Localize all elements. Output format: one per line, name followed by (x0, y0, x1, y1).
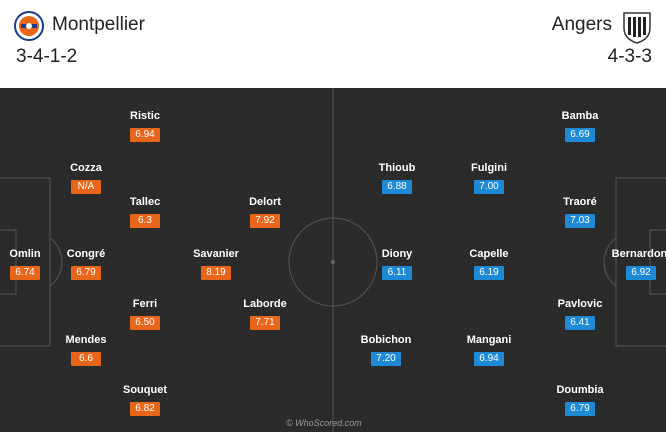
player-rating: 6.92 (626, 266, 656, 280)
montpellier-crest-icon (14, 11, 44, 41)
player-congre[interactable]: Congré 6.79 (51, 248, 121, 280)
player-rating: 8.19 (201, 266, 231, 280)
player-name: Tallec (129, 196, 161, 208)
player-fulgini[interactable]: Fulgini 7.00 (454, 162, 524, 194)
player-name: Bamba (561, 110, 599, 122)
player-rating: 6.94 (474, 352, 504, 366)
player-name: Fulgini (470, 162, 508, 174)
player-capelle[interactable]: Capelle 6.19 (454, 248, 524, 280)
player-rating: 7.00 (474, 180, 504, 194)
player-bernardoni[interactable]: Bernardoni 6.92 (606, 248, 666, 280)
player-rating: 6.82 (130, 402, 160, 416)
player-name: Traoré (563, 196, 597, 208)
player-name: Pavlovic (557, 298, 603, 310)
match-header: Montpellier 3-4-1-2 Angers 4-3-3 (0, 0, 666, 88)
player-name: Ferri (132, 298, 158, 310)
player-rating: 7.71 (250, 316, 280, 330)
player-rating: 6.41 (565, 316, 595, 330)
player-name: Ristic (130, 110, 160, 122)
angers-crest-icon (623, 12, 651, 44)
player-name: Thioub (378, 162, 416, 174)
player-pavlovic[interactable]: Pavlovic 6.41 (545, 298, 615, 330)
player-name: Doumbia (556, 384, 604, 396)
player-tallec[interactable]: Tallec 6.3 (110, 196, 180, 228)
player-name: Laborde (243, 298, 287, 310)
player-ristic[interactable]: Ristic 6.94 (110, 110, 180, 142)
player-rating: 6.50 (130, 316, 160, 330)
player-rating: 6.79 (565, 402, 595, 416)
player-rating: 6.69 (565, 128, 595, 142)
player-rating: 6.6 (71, 352, 101, 366)
player-ferri[interactable]: Ferri 6.50 (110, 298, 180, 330)
player-omlin[interactable]: Omlin 6.74 (0, 248, 60, 280)
player-name: Diony (381, 248, 413, 260)
away-formation: 4-3-3 (607, 46, 652, 67)
pitch-markings (0, 88, 666, 432)
player-savanier[interactable]: Savanier 8.19 (181, 248, 251, 280)
player-thioub[interactable]: Thioub 6.88 (362, 162, 432, 194)
pitch: Omlin 6.74 Cozza N/A Congré 6.79 Mendes … (0, 88, 666, 432)
whoscored-watermark: © WhoScored.com (286, 418, 362, 428)
player-rating: 6.94 (130, 128, 160, 142)
player-name: Souquet (123, 384, 167, 396)
player-name: Bobichon (360, 334, 412, 346)
player-laborde[interactable]: Laborde 7.71 (230, 298, 300, 330)
player-mendes[interactable]: Mendes 6.6 (51, 334, 121, 366)
player-rating: 6.88 (382, 180, 412, 194)
player-name: Bernardoni (611, 248, 666, 260)
player-name: Savanier (193, 248, 239, 260)
player-cozza[interactable]: Cozza N/A (51, 162, 121, 194)
player-rating: N/A (71, 180, 101, 194)
player-name: Mangani (466, 334, 512, 346)
player-name: Capelle (469, 248, 509, 260)
home-team-name: Montpellier (52, 14, 145, 35)
away-team-name: Angers (551, 14, 612, 35)
player-rating: 7.20 (371, 352, 401, 366)
home-formation: 3-4-1-2 (16, 46, 78, 67)
player-rating: 6.3 (130, 214, 160, 228)
player-delort[interactable]: Delort 7.92 (230, 196, 300, 228)
player-rating: 7.03 (565, 214, 595, 228)
player-rating: 7.92 (250, 214, 280, 228)
player-bobichon[interactable]: Bobichon 7.20 (351, 334, 421, 366)
player-bamba[interactable]: Bamba 6.69 (545, 110, 615, 142)
player-doumbia[interactable]: Doumbia 6.79 (545, 384, 615, 416)
player-rating: 6.11 (382, 266, 412, 280)
player-traore[interactable]: Traoré 7.03 (545, 196, 615, 228)
player-name: Delort (249, 196, 281, 208)
player-rating: 6.79 (71, 266, 101, 280)
player-diony[interactable]: Diony 6.11 (362, 248, 432, 280)
player-rating: 6.19 (474, 266, 504, 280)
player-mangani[interactable]: Mangani 6.94 (454, 334, 524, 366)
player-name: Mendes (65, 334, 107, 346)
player-name: Cozza (70, 162, 102, 174)
player-name: Congré (66, 248, 106, 260)
player-rating: 6.74 (10, 266, 40, 280)
player-name: Omlin (9, 248, 41, 260)
player-souquet[interactable]: Souquet 6.82 (110, 384, 180, 416)
